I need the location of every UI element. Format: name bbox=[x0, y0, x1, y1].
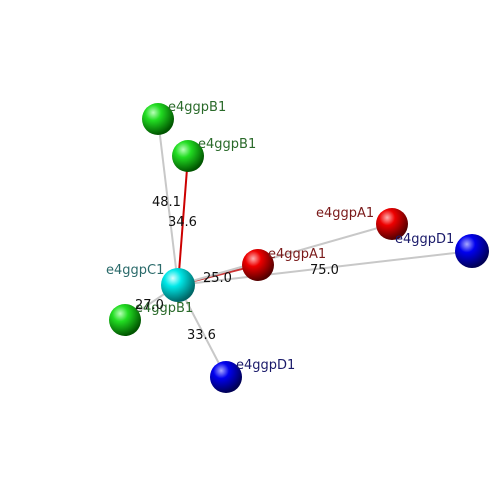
label-d1-low: e4ggpD1 bbox=[236, 358, 295, 373]
distance-label: 25.0 bbox=[203, 271, 232, 286]
label-d1-right: e4ggpD1 bbox=[395, 232, 454, 247]
atom-labels: e4ggpB1 e4ggpB1 e4ggpB1 e4ggpC1 e4ggpA1 … bbox=[106, 100, 454, 373]
distance-labels: 48.1 34.6 25.0 75.0 27.0 33.6 bbox=[135, 195, 339, 343]
atom-c1[interactable] bbox=[161, 268, 195, 302]
bond-c1-d1-low bbox=[177, 284, 227, 378]
bond-c1-a1-right bbox=[177, 223, 393, 286]
atom-d1-right[interactable] bbox=[455, 234, 489, 268]
label-a1-center: e4ggpA1 bbox=[268, 247, 326, 262]
bond-c1-b1-mid bbox=[177, 155, 189, 286]
label-b1-low: e4ggpB1 bbox=[135, 301, 193, 316]
atom-b1-top[interactable] bbox=[142, 103, 174, 135]
distance-label: 27.0 bbox=[135, 298, 164, 313]
label-c1: e4ggpC1 bbox=[106, 263, 164, 278]
atoms bbox=[109, 103, 489, 393]
bond-c1-b1-top bbox=[157, 118, 179, 286]
distance-label: 33.6 bbox=[187, 328, 216, 343]
distance-label: 75.0 bbox=[310, 263, 339, 278]
label-b1-top: e4ggpB1 bbox=[168, 100, 226, 115]
atom-a1-right[interactable] bbox=[376, 208, 408, 240]
label-a1-right: e4ggpA1 bbox=[316, 206, 374, 221]
atom-b1-mid[interactable] bbox=[172, 140, 204, 172]
distance-label: 34.6 bbox=[168, 215, 197, 230]
atom-d1-low[interactable] bbox=[210, 361, 242, 393]
atom-a1-center[interactable] bbox=[242, 249, 274, 281]
bond-c1-d1-right bbox=[177, 250, 473, 286]
atom-b1-low[interactable] bbox=[109, 304, 141, 336]
label-b1-mid: e4ggpB1 bbox=[198, 137, 256, 152]
distance-label: 48.1 bbox=[152, 195, 181, 210]
